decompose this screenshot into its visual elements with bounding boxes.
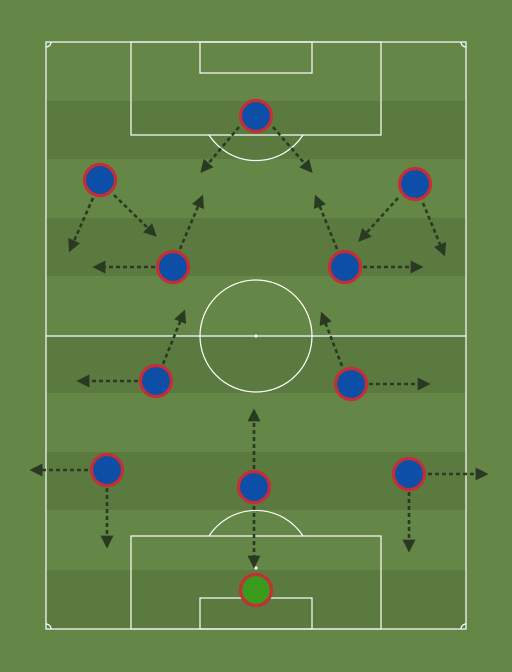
player-gk-token[interactable] xyxy=(238,572,274,608)
movement-arrows xyxy=(29,126,489,569)
player-cb-center-token[interactable] xyxy=(236,469,272,505)
player-cb-right-token[interactable] xyxy=(391,456,427,492)
center-spot xyxy=(254,334,258,338)
stripe-dark xyxy=(46,335,466,393)
arrow xyxy=(113,194,157,237)
player-wb-left-token[interactable] xyxy=(138,363,174,399)
penalty-spot xyxy=(254,566,258,570)
arrow xyxy=(319,311,344,367)
arrow xyxy=(358,197,399,242)
corner-arc xyxy=(460,41,467,48)
player-striker-token[interactable] xyxy=(238,98,274,134)
player-wf-right-token[interactable] xyxy=(397,166,433,202)
arrow xyxy=(272,126,313,173)
corner-arc xyxy=(45,623,52,630)
player-wf-left-token[interactable] xyxy=(82,162,118,198)
arrow xyxy=(178,194,204,250)
players xyxy=(82,98,433,608)
arrow xyxy=(313,194,339,250)
arrow xyxy=(68,197,95,253)
center-circle xyxy=(199,279,313,393)
player-wb-right-token[interactable] xyxy=(333,366,369,402)
player-cm-right-token[interactable] xyxy=(327,249,363,285)
goal-area-top xyxy=(199,41,313,74)
arrow xyxy=(200,126,240,173)
penalty-arc-top xyxy=(208,134,304,162)
player-cb-left-token[interactable] xyxy=(89,452,125,488)
player-cm-left-token[interactable] xyxy=(155,249,191,285)
penalty-arc-bottom xyxy=(208,509,304,537)
corner-arc xyxy=(45,41,52,48)
corner-arc xyxy=(460,623,467,630)
arrow xyxy=(161,309,187,365)
arrow xyxy=(421,202,447,257)
